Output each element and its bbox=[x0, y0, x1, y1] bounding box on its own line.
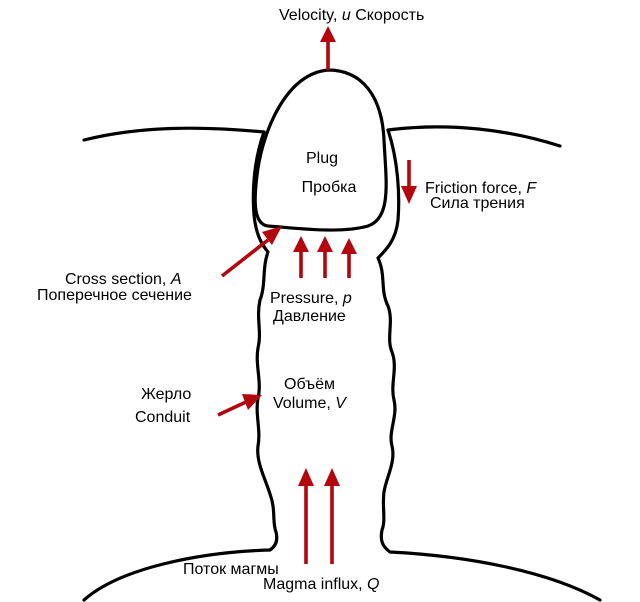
friction-arrow bbox=[401, 160, 417, 204]
friction-label: Friction force, F bbox=[425, 180, 537, 197]
conduit-wall-left bbox=[82, 130, 279, 602]
magma-influx-label: Magma influx, Q bbox=[263, 576, 380, 593]
pressure-arrow-2 bbox=[317, 236, 333, 278]
pressure-arrow-3 bbox=[341, 238, 357, 278]
ground-surface-left bbox=[82, 126, 266, 142]
ground-surface-right bbox=[386, 125, 562, 148]
friction-label-ru: Сила трения bbox=[430, 195, 525, 212]
plug-label: Plug bbox=[306, 150, 338, 167]
cross-section-label-ru: Поперечное сечение bbox=[37, 287, 192, 304]
cross-section-label: Cross section, A bbox=[65, 271, 181, 288]
volume-label-ru: Объём bbox=[284, 376, 335, 393]
magma-influx-label-ru: Поток магмы bbox=[183, 561, 279, 578]
pressure-label: Pressure, p bbox=[270, 290, 352, 307]
volume-label: Volume, V bbox=[273, 395, 347, 412]
conduit-arrow bbox=[217, 394, 262, 417]
cross-section-arrow bbox=[220, 226, 282, 278]
conduit-label-ru: Жерло bbox=[141, 386, 191, 403]
magma-influx-arrow-2 bbox=[324, 468, 340, 564]
pressure-label-ru: Давление bbox=[273, 308, 346, 325]
plug-outline bbox=[253, 68, 388, 232]
magma-influx-arrow-1 bbox=[298, 468, 314, 564]
conduit-wall-right bbox=[376, 128, 602, 602]
conduit-label: Conduit bbox=[135, 409, 191, 426]
plug-label-ru: Пробка bbox=[302, 179, 357, 196]
velocity-label: Velocity, u Скорость bbox=[279, 7, 424, 24]
velocity-arrow bbox=[320, 26, 336, 70]
pressure-arrow-1 bbox=[293, 236, 309, 278]
